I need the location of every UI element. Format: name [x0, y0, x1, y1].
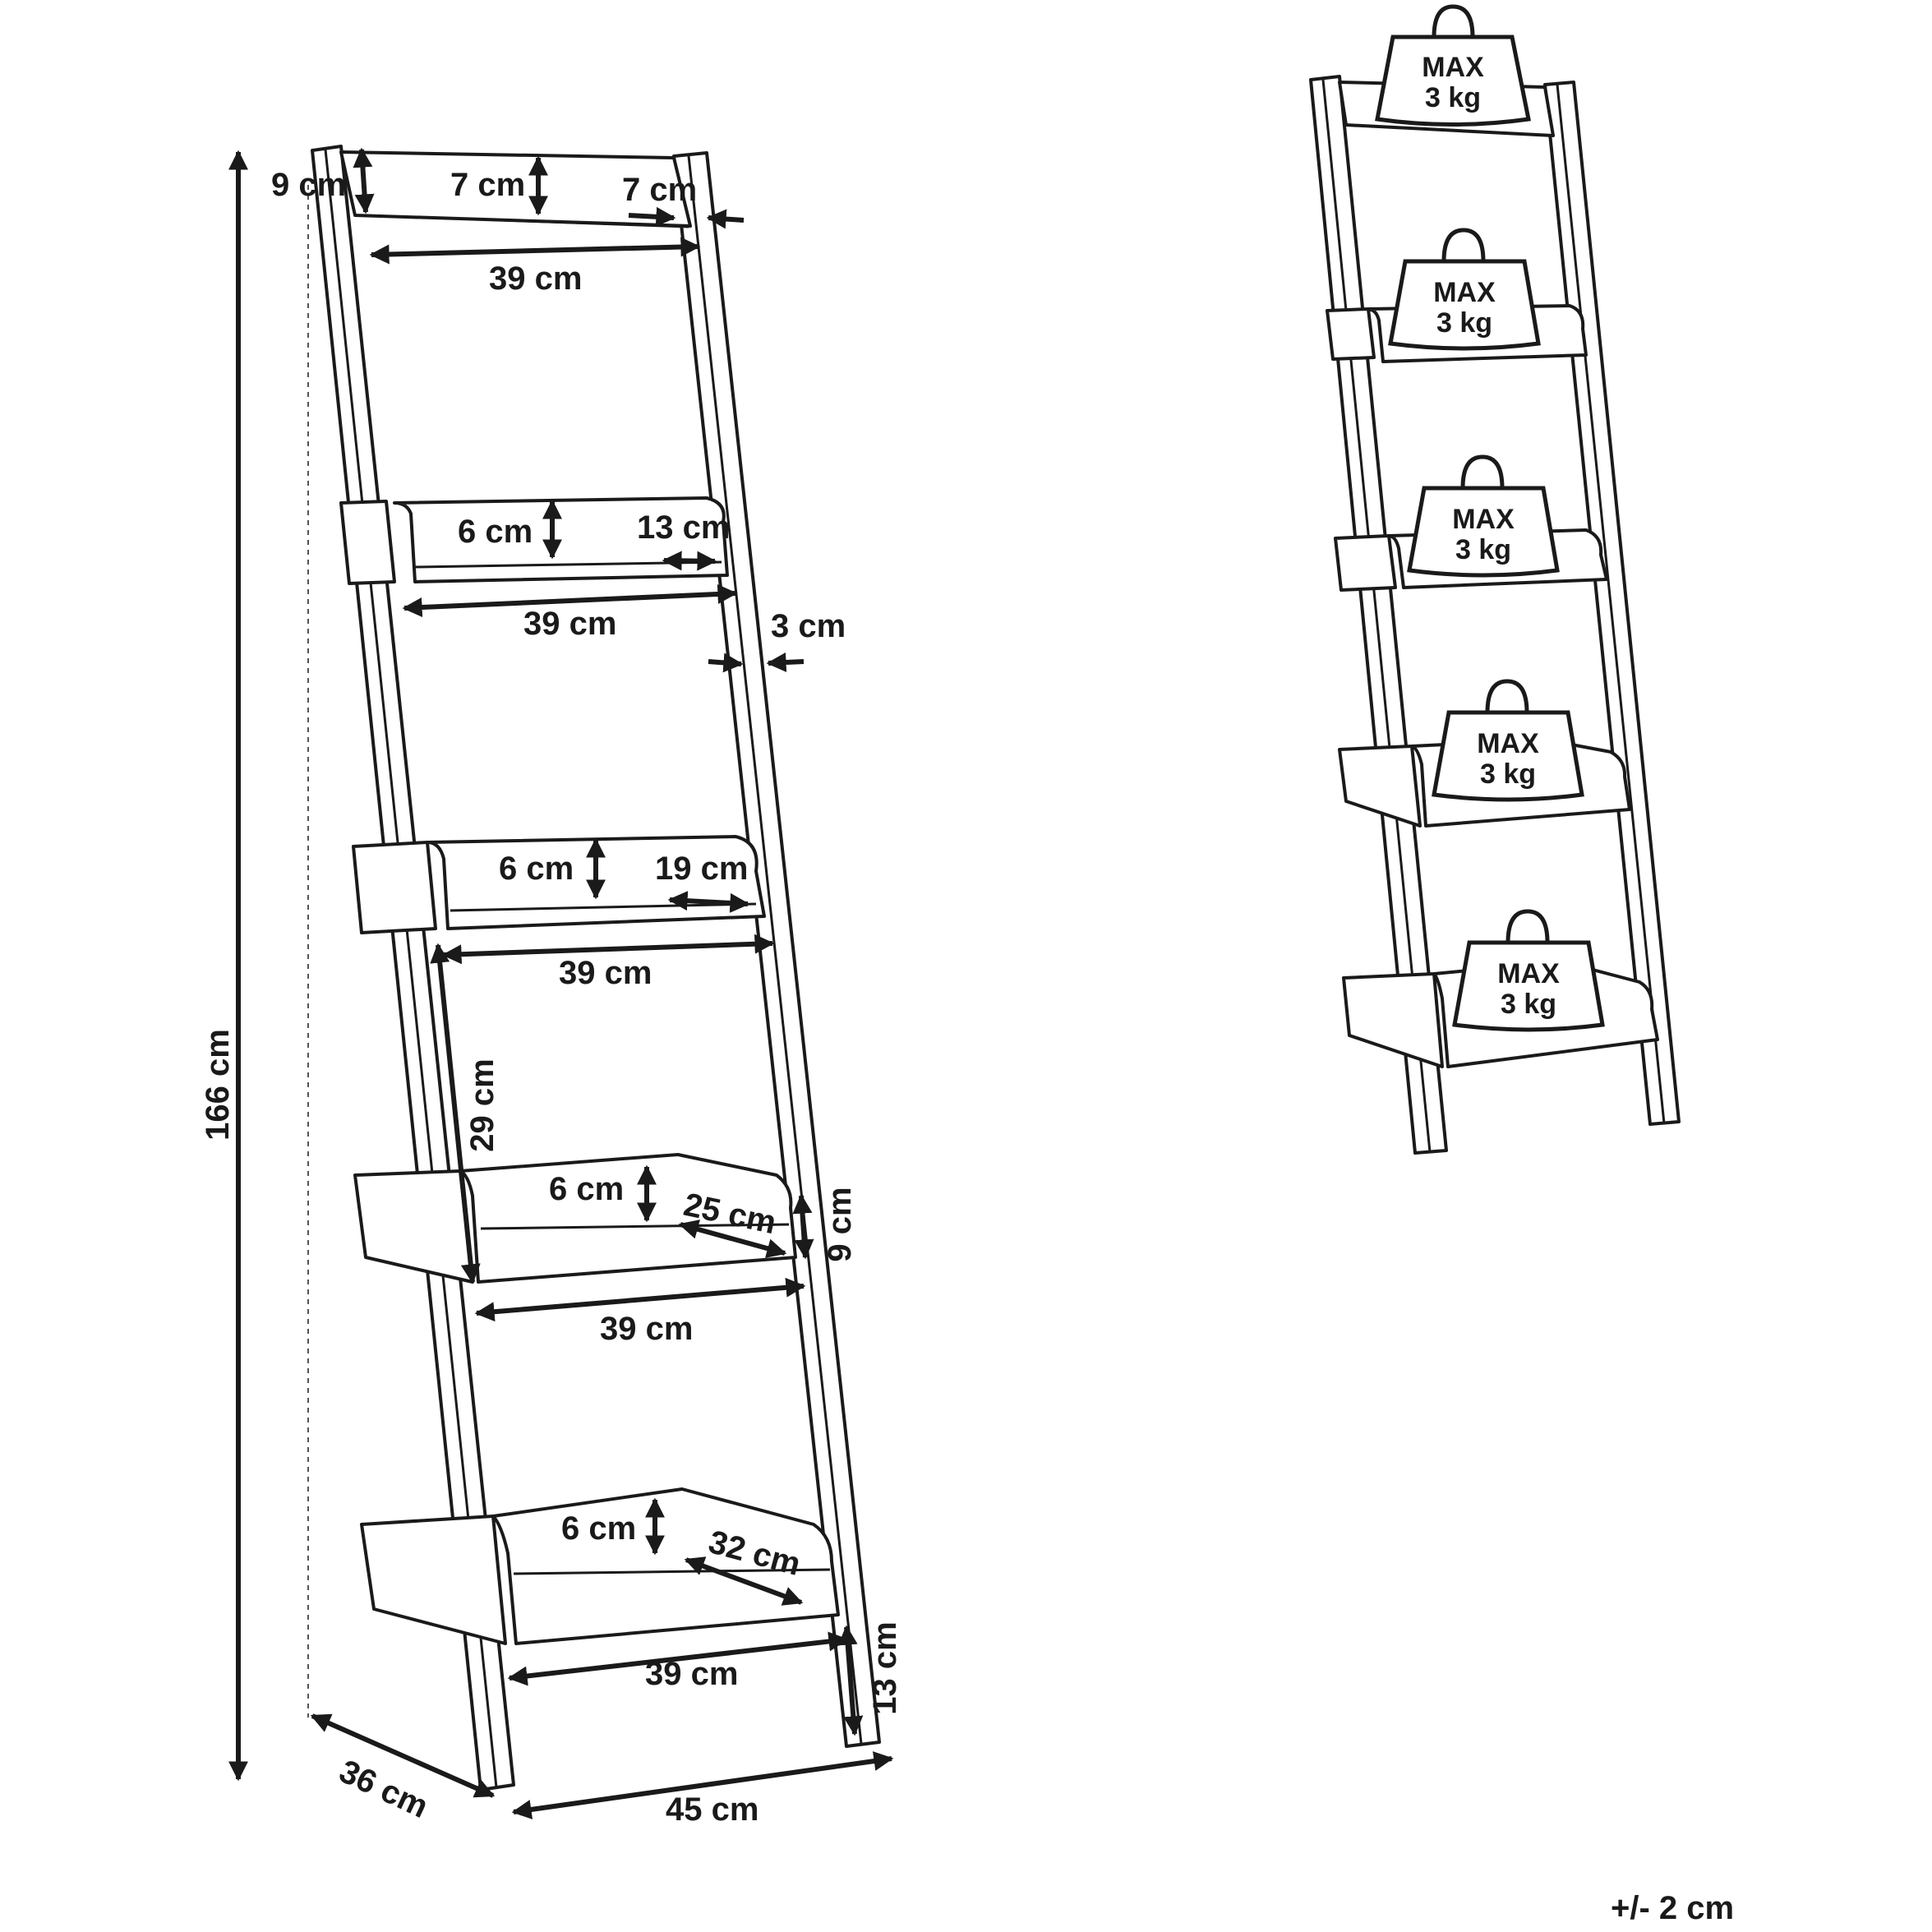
- shelf4-lip-label: 6 cm: [549, 1171, 624, 1207]
- shelf2-lip-label: 6 cm: [458, 514, 533, 550]
- weight-icon: [1452, 909, 1605, 1032]
- load-capacity-drawing: MAX 3 kg MAX 3 kg MAX 3 kg MAX 3 kg MAX …: [1309, 4, 1681, 1155]
- weight-label-max: MAX: [1497, 958, 1560, 989]
- top-rail-height-label: 9 cm: [271, 167, 346, 203]
- foot-height-label: 13 cm: [867, 1621, 903, 1714]
- dimensioned-shelf-drawing: 166 cm 9 cm 7 cm 7 cm 39 cm 6 cm 13 cm 3…: [200, 145, 903, 1828]
- shelf3-depth-label: 19 cm: [655, 851, 748, 887]
- weight-icon: [1388, 228, 1541, 351]
- weight-icon: [1375, 4, 1531, 127]
- shelf3-lip-label: 6 cm: [499, 851, 574, 887]
- weight-label-max: MAX: [1477, 728, 1539, 759]
- shelf1-width-label: 39 cm: [489, 261, 582, 297]
- weight-label-max: MAX: [1433, 277, 1496, 308]
- weight-label-kg: 3 kg: [1501, 989, 1556, 1020]
- top-side-depth-label: 7 cm: [622, 172, 697, 208]
- shelf4-width-label: 39 cm: [600, 1311, 693, 1347]
- shelf2-depth-label: 13 cm: [637, 510, 730, 546]
- height-total-label: 166 cm: [200, 1029, 236, 1141]
- leg-thickness-label: 3 cm: [771, 608, 846, 644]
- shelf4-side-height-label: 9 cm: [822, 1187, 858, 1261]
- dimension-labels: 166 cm 9 cm 7 cm 7 cm 39 cm 6 cm 13 cm 3…: [200, 167, 903, 1828]
- top-back-height-label: 7 cm: [450, 167, 525, 203]
- shelf5-width-label: 39 cm: [645, 1656, 738, 1692]
- weight-label-kg: 3 kg: [1436, 307, 1492, 339]
- dimension-lines: [228, 147, 894, 1819]
- tolerance-note: +/- 2 cm: [1611, 1890, 1735, 1926]
- shelf2-width-label: 39 cm: [523, 606, 616, 642]
- top-shelf: [339, 150, 692, 228]
- weight-icon: [1432, 679, 1584, 802]
- weight-label-kg: 3 kg: [1455, 534, 1511, 565]
- weight-label-max: MAX: [1422, 52, 1484, 83]
- shelf-spacing-label: 29 cm: [464, 1058, 500, 1151]
- base-width-label: 45 cm: [666, 1791, 759, 1828]
- weight-label-max: MAX: [1452, 504, 1515, 535]
- shelf5-lip-label: 6 cm: [561, 1510, 636, 1547]
- weight-icon: [1407, 454, 1560, 578]
- weight-label-kg: 3 kg: [1425, 82, 1481, 113]
- shelf3-width-label: 39 cm: [559, 955, 652, 991]
- weight-label-kg: 3 kg: [1480, 759, 1536, 790]
